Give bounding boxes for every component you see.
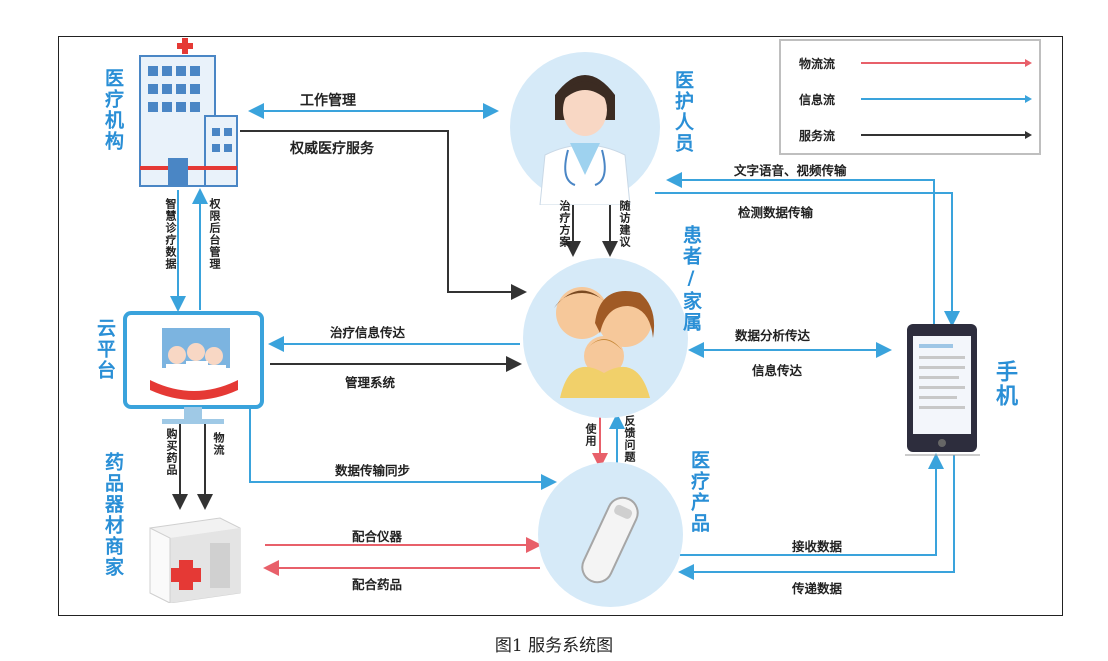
flow-text-voice-video: 文字语音、视频传输 [734,163,847,178]
legend-lines [861,59,1032,139]
flow-detect-data: 检测数据传输 [738,205,814,220]
flow-product-feedback: 反馈问题 [623,415,636,463]
figure-caption: 图1 服务系统图 [494,636,614,656]
legend: 物流流 信息流 服务流 [779,39,1041,155]
flow-data-sync: 数据传输同步 [335,463,411,478]
flow-treatment-plan: 治疗方案 [558,200,571,248]
product-label: 医疗产品 [688,450,710,534]
cloud-platform-icon [123,311,264,424]
legend-label-service: 服务流 [799,129,836,143]
phone-label: 手机 [992,360,1017,408]
doctor-icon [539,75,631,205]
legend-label-logistics: 物流流 [799,57,836,71]
flow-work-mgmt: 工作管理 [300,93,356,109]
staff-label: 医护人员 [672,70,694,154]
flow-permission-mgmt: 权限后台管理 [208,198,221,270]
flow-authority-service: 权威医疗服务 [290,141,374,157]
flow-logistics: 物流 [212,432,225,456]
hospital-icon [139,38,238,187]
flow-treatment-info: 治疗信息传达 [330,325,406,340]
flow-data-analysis: 数据分析传达 [735,328,811,343]
hospital-label: 医疗机构 [102,68,124,152]
flow-info-convey: 信息传达 [752,363,803,378]
product-device-icon [581,496,639,584]
family-icon [554,287,655,398]
medicine-cabinet-icon [149,517,241,603]
flow-product-use: 使用 [584,423,597,447]
flow-manage-system: 管理系统 [345,375,396,390]
flow-follow-up: 随访建议 [618,200,631,248]
flow-buy-medicine: 购买药品 [165,428,178,476]
flow-smart-diagnosis: 智慧诊疗数据 [164,198,177,270]
legend-label-info: 信息流 [799,93,836,107]
patient-label: 患者/家属 [680,225,702,333]
supplier-label: 药品器材商家 [102,452,124,578]
flow-send-data: 传递数据 [792,581,843,596]
flow-supply-instrument: 配合仪器 [352,529,403,544]
flow-supply-medicine: 配合药品 [352,577,403,592]
cloud-label: 云平台 [94,318,116,381]
phone-icon [905,324,980,456]
flow-receive-data: 接收数据 [792,539,843,554]
